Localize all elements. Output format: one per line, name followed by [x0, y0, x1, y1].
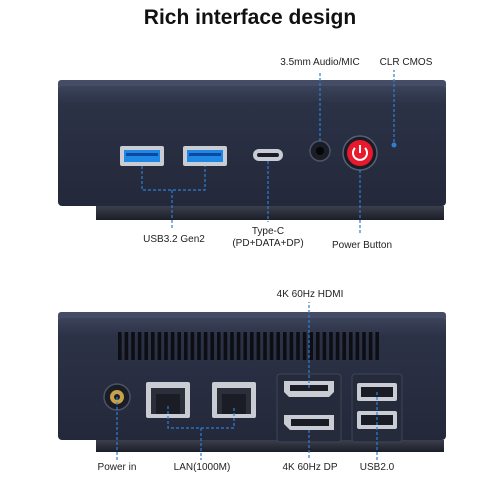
vent-slot: [362, 332, 366, 360]
back-callout-lines: [116, 302, 378, 460]
page-title: Rich interface design: [143, 6, 357, 29]
vent-slot: [230, 332, 234, 360]
vent-slot: [190, 332, 195, 360]
vent-slot: [375, 332, 379, 360]
vent-slot: [309, 332, 313, 360]
vent-slot: [197, 332, 201, 360]
label-type-c: Type-C (PD+DATA+DP): [220, 226, 316, 250]
vent-slot: [276, 332, 280, 360]
vent-slot: [349, 332, 353, 360]
vent-slot: [118, 332, 122, 360]
vent-slot: [223, 332, 228, 360]
label-audio: 3.5mm Audio/MIC: [280, 57, 360, 68]
vent-slot: [263, 332, 267, 360]
vent-slot: [368, 332, 373, 360]
label-power-in: Power in: [97, 462, 137, 473]
vent-slot: [289, 332, 294, 360]
dp-port: [284, 415, 334, 430]
vent-slot: [137, 332, 142, 360]
vent-slot: [217, 332, 221, 360]
vent-slot: [302, 332, 307, 360]
vent-slot: [144, 332, 148, 360]
vent-slot: [355, 332, 360, 360]
vent-slot: [296, 332, 300, 360]
vent-slot: [342, 332, 346, 360]
usb3-port-right: [183, 146, 227, 166]
vent-slot: [170, 332, 175, 360]
vent-slot: [269, 332, 274, 360]
label-type-c-line2: (PD+DATA+DP): [232, 238, 304, 249]
vent-slot: [250, 332, 254, 360]
vent-slot: [329, 332, 333, 360]
vent-slot: [283, 332, 287, 360]
label-usb20: USB2.0: [359, 462, 395, 473]
vent-slot: [243, 332, 247, 360]
vent-slot: [124, 332, 129, 360]
vent-slot: [157, 332, 162, 360]
label-power-button: Power Button: [331, 240, 393, 251]
vent-slot: [322, 332, 327, 360]
vent-slot: [164, 332, 168, 360]
vent-slot: [236, 332, 241, 360]
label-lan: LAN(1000M): [173, 462, 231, 473]
hdmi-port: [284, 381, 334, 397]
vent-slot: [151, 332, 155, 360]
lan-port-left: [146, 382, 190, 418]
front-case: [58, 80, 446, 220]
vent-slot: [131, 332, 135, 360]
label-clr-cmos: CLR CMOS: [379, 57, 433, 68]
label-type-c-line1: Type-C: [251, 226, 285, 237]
lan-port-right: [212, 382, 256, 418]
usb3-port-left: [120, 146, 164, 166]
type-c-port: [253, 149, 283, 161]
label-dp: 4K 60Hz DP: [282, 462, 338, 473]
vent-slot: [177, 332, 181, 360]
audio-jack: [309, 140, 331, 162]
label-hdmi: 4K 60Hz HDMI: [276, 289, 344, 300]
vent-slot: [256, 332, 261, 360]
vent-slot: [184, 332, 188, 360]
label-usb32: USB3.2 Gen2: [143, 234, 205, 245]
vent-slot: [203, 332, 208, 360]
vent-slot: [335, 332, 340, 360]
vent-slot: [210, 332, 214, 360]
clr-cmos-hole: [391, 142, 397, 148]
vent-grille: [118, 332, 379, 360]
vent-slot: [316, 332, 320, 360]
front-callout-lines: [141, 70, 395, 233]
